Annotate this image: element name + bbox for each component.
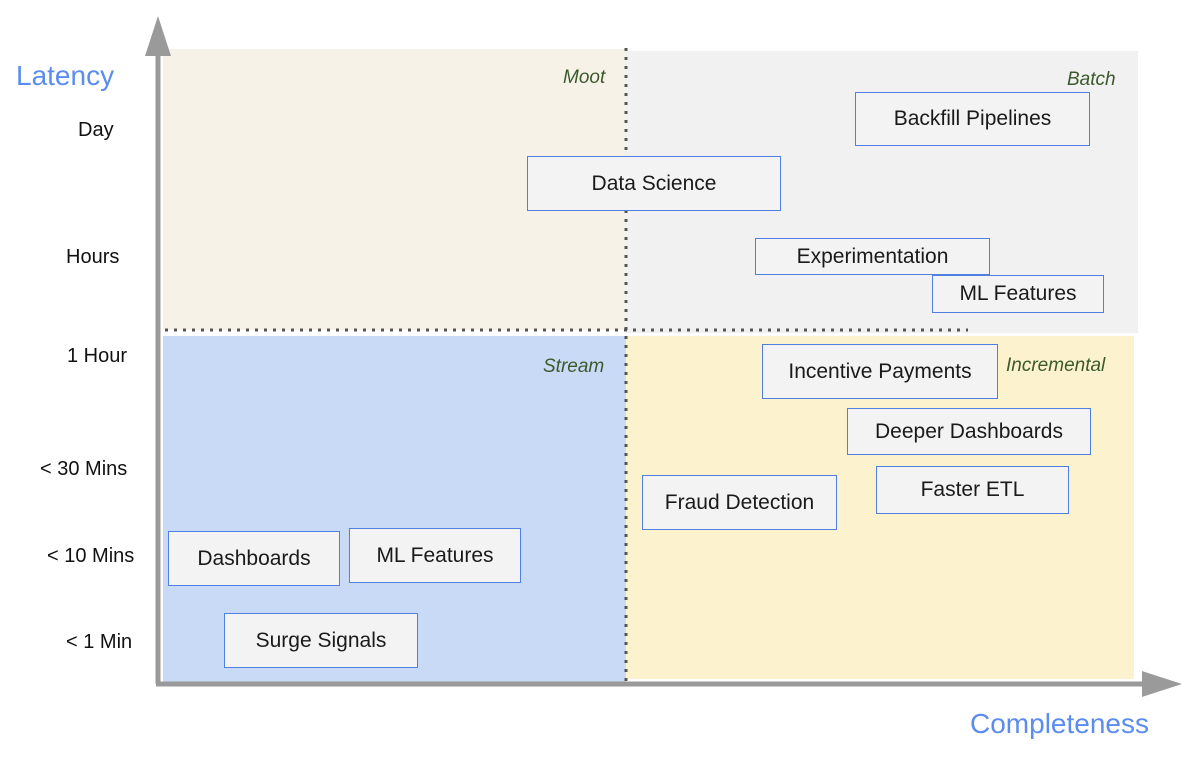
item-backfill-pipelines: Backfill Pipelines: [855, 92, 1090, 146]
item-dashboards: Dashboards: [168, 531, 340, 586]
y-tick-hours: Hours: [66, 246, 120, 268]
quadrant-label-moot: Moot: [563, 67, 606, 88]
y-tick-day: Day: [78, 119, 114, 141]
item-deeper-dashboards: Deeper Dashboards: [847, 408, 1091, 455]
quadrant-label-incremental: Incremental: [1006, 355, 1106, 376]
item-ml-features-batch: ML Features: [932, 275, 1104, 313]
y-tick-10-mins: < 10 Mins: [47, 545, 135, 567]
y-axis-title: Latency: [16, 60, 115, 91]
x-axis-title: Completeness: [970, 708, 1149, 739]
item-ml-features-stream: ML Features: [349, 528, 521, 583]
y-axis-arrowhead: [145, 16, 171, 56]
item-faster-etl: Faster ETL: [876, 466, 1069, 514]
item-surge-signals: Surge Signals: [224, 613, 418, 668]
x-axis-arrowhead: [1142, 671, 1182, 697]
y-tick-1-min: < 1 Min: [66, 631, 133, 653]
y-tick-30-mins: < 30 Mins: [40, 458, 128, 480]
quadrant-label-batch: Batch: [1067, 69, 1116, 90]
item-fraud-detection: Fraud Detection: [642, 475, 837, 530]
item-incentive-payments: Incentive Payments: [762, 344, 998, 399]
item-experimentation: Experimentation: [755, 238, 990, 275]
quadrant-label-stream: Stream: [543, 356, 605, 377]
item-data-science: Data Science: [527, 156, 781, 211]
y-tick-1-hour: 1 Hour: [67, 345, 128, 367]
